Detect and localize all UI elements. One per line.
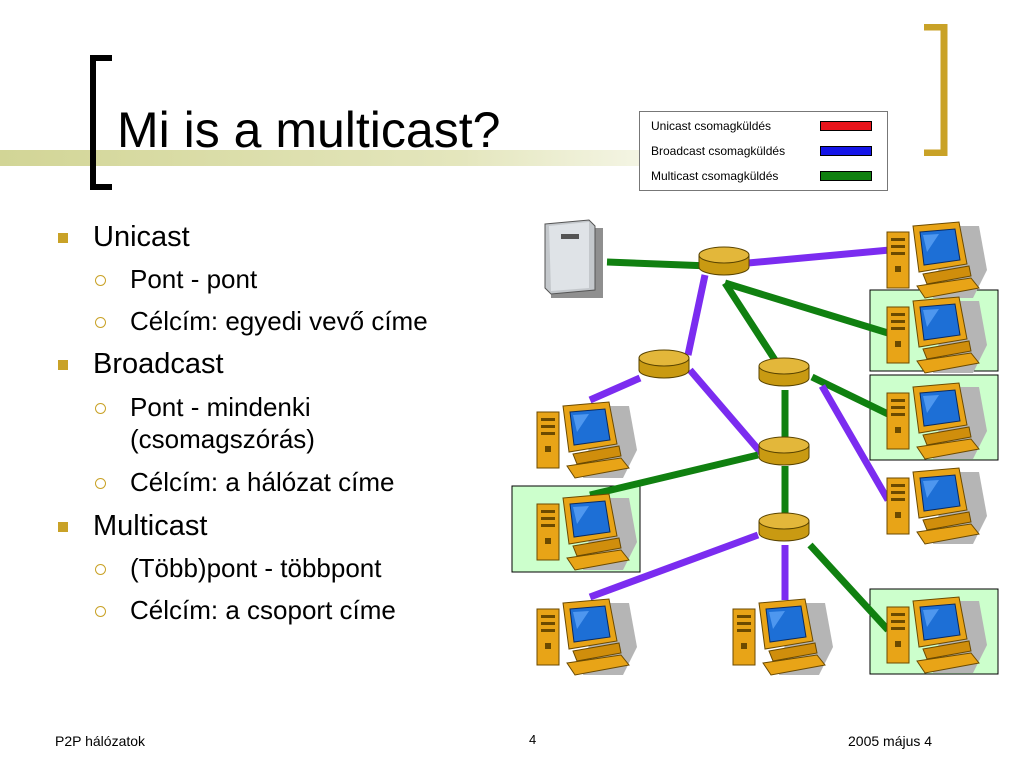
sub-bullet-continuation: (csomagszórás) — [130, 424, 315, 454]
computer-icon — [886, 221, 988, 299]
broadcast-link — [588, 531, 760, 601]
multicast-link — [810, 373, 890, 418]
bullet-marker-circle — [95, 403, 106, 414]
computer-icon — [886, 467, 988, 545]
server-icon — [544, 219, 603, 298]
bullet-marker-circle — [95, 564, 106, 575]
left-bracket — [90, 55, 112, 190]
legend-label-broadcast: Broadcast csomagküldés — [651, 144, 786, 158]
legend-swatch-broadcast — [820, 146, 872, 156]
broadcast-link — [747, 246, 891, 267]
router-icon — [698, 246, 750, 276]
broadcast-link — [684, 274, 709, 356]
computer-icon — [732, 598, 834, 676]
broadcast-link — [818, 384, 892, 502]
broadcast-link — [588, 374, 642, 404]
multicast-link — [606, 258, 711, 270]
bullet-marker-circle — [95, 317, 106, 328]
computer-icon — [886, 382, 988, 460]
bullet-broadcast: Broadcast — [93, 348, 224, 380]
multicast-link — [722, 281, 778, 362]
computer-icon — [536, 493, 638, 571]
legend: Unicast csomagküldés Broadcast csomagkül… — [639, 111, 888, 191]
right-bracket — [924, 24, 948, 156]
page-title: Mi is a multicast? — [117, 102, 501, 158]
legend-swatch-unicast — [820, 121, 872, 131]
sub-bullet: Pont - mindenki — [130, 392, 311, 422]
router-icon — [638, 349, 690, 379]
footer-left: P2P hálózatok — [55, 733, 146, 749]
bullet-marker-square — [58, 522, 68, 532]
legend-label-unicast: Unicast csomagküldés — [651, 119, 772, 133]
router-icon — [758, 512, 810, 542]
bullet-unicast: Unicast — [93, 221, 190, 253]
sub-bullet: (Több)pont - többpont — [130, 553, 382, 583]
bullet-marker-circle — [95, 606, 106, 617]
bullet-marker-square — [58, 360, 68, 370]
computer-icon — [536, 401, 638, 479]
multicast-link — [589, 451, 759, 499]
bullet-marker-circle — [95, 275, 106, 286]
computer-icon — [886, 296, 988, 374]
footer-right: 2005 május 4 — [848, 733, 933, 749]
multicast-link — [723, 279, 890, 337]
slide-number: 4 — [529, 732, 537, 747]
broadcast-link — [687, 367, 766, 458]
computer-icon — [886, 596, 988, 674]
bullet-multicast: Multicast — [93, 510, 208, 542]
router-icon — [758, 436, 810, 466]
legend-label-multicast: Multicast csomagküldés — [651, 169, 779, 183]
bullet-marker-circle — [95, 478, 106, 489]
router-icon — [758, 357, 810, 387]
sub-bullet: Célcím: a hálózat címe — [130, 467, 395, 497]
bullet-marker-square — [58, 233, 68, 243]
sub-bullet: Célcím: egyedi vevő címe — [130, 306, 428, 336]
multicast-link — [807, 542, 891, 633]
sub-bullet: Célcím: a csoport címe — [130, 595, 396, 625]
sub-bullet: Pont - pont — [130, 264, 258, 294]
computer-icon — [536, 598, 638, 676]
legend-swatch-multicast — [820, 171, 872, 181]
